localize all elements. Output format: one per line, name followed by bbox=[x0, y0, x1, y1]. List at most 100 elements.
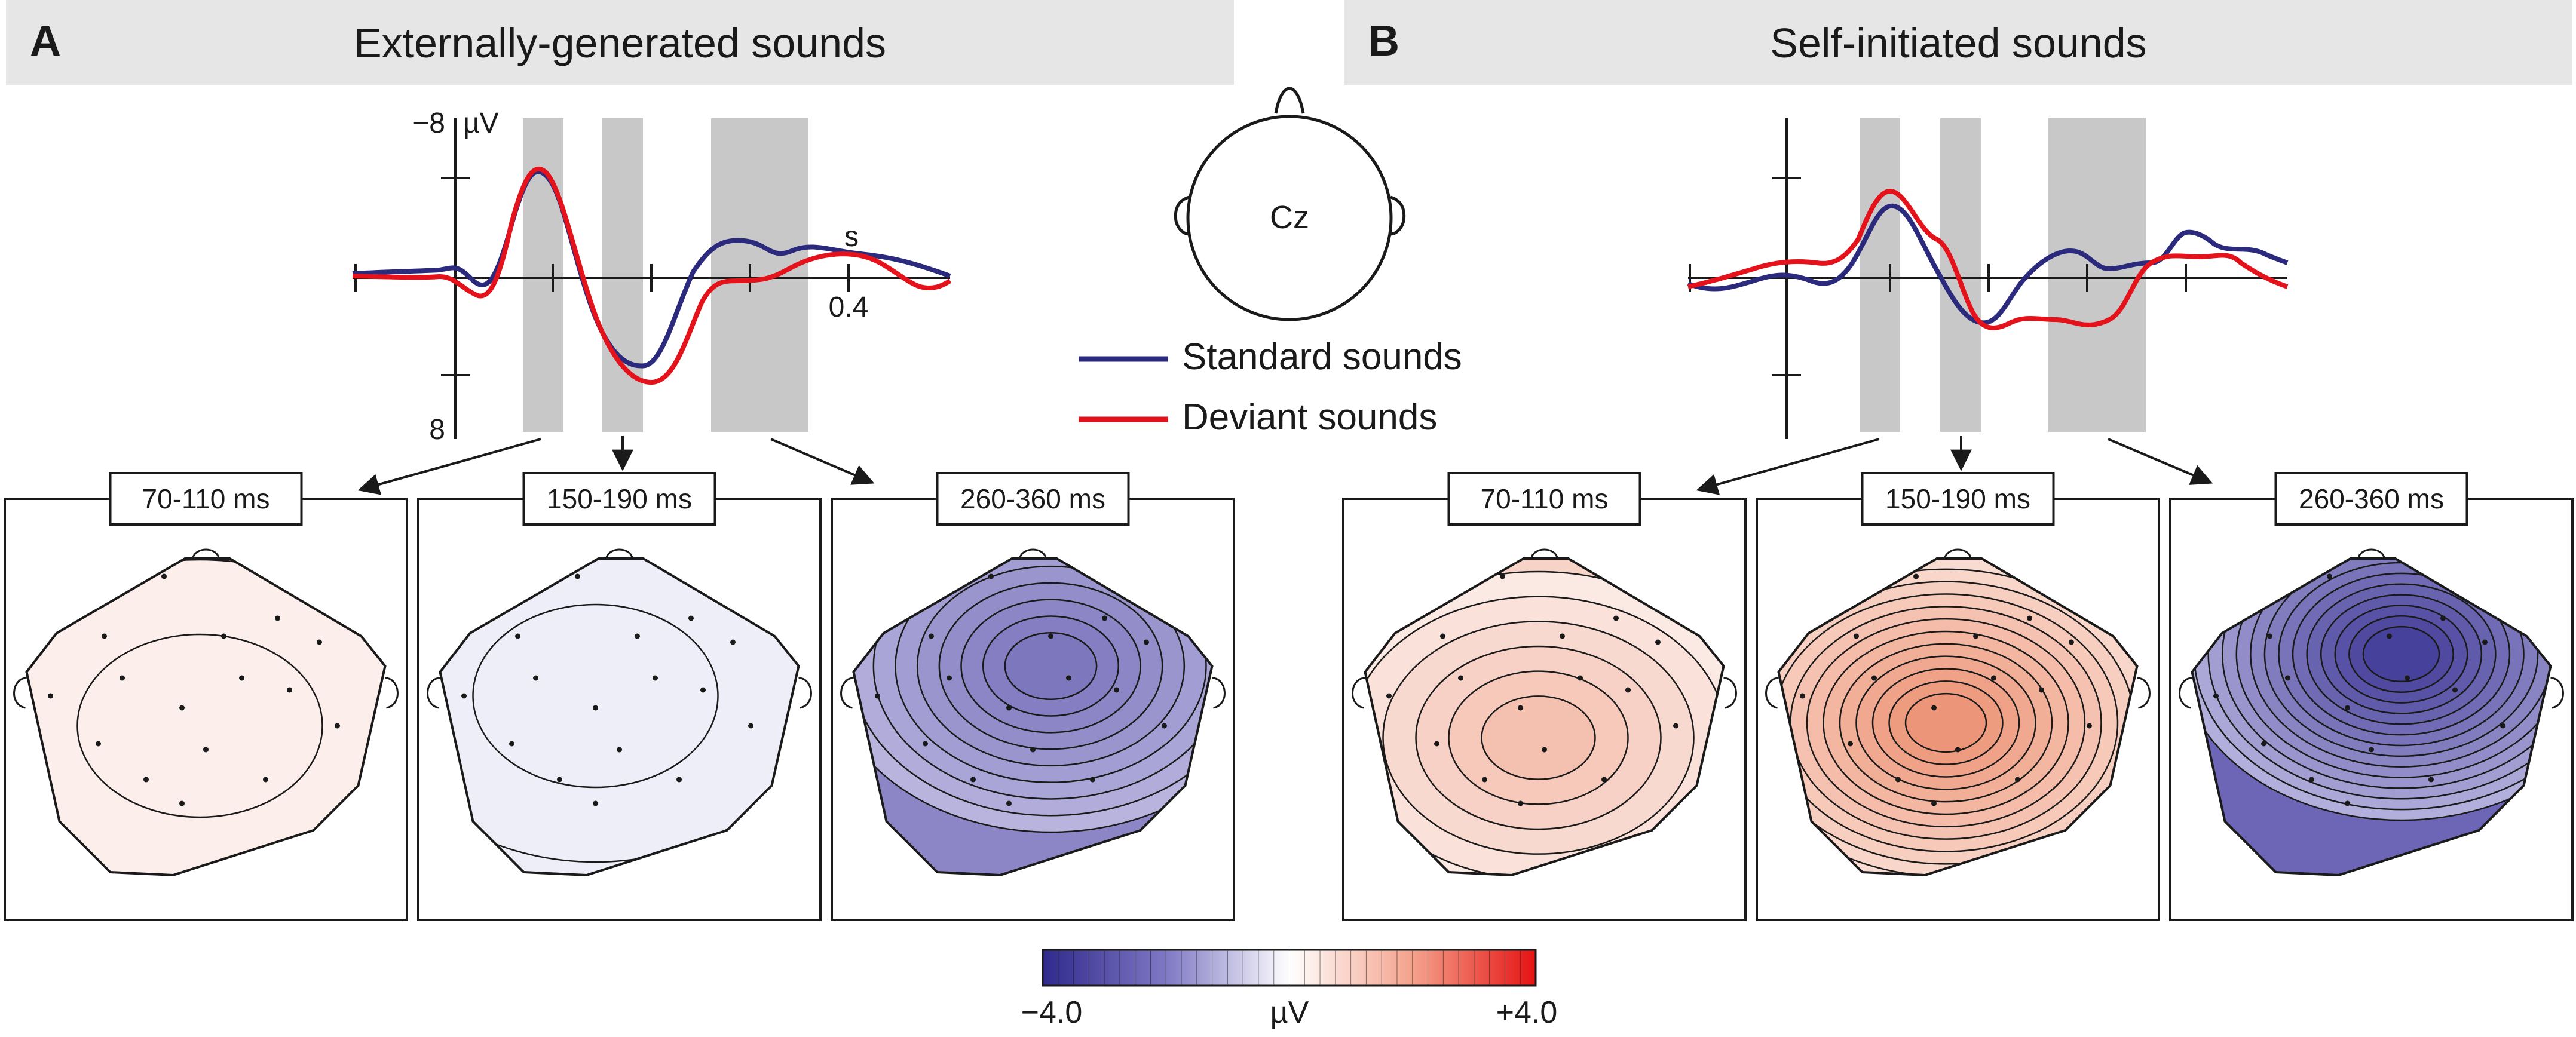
topo-window-box bbox=[2274, 472, 2468, 526]
electrode-dot bbox=[275, 615, 280, 621]
colorbar-unit-label: µV bbox=[1270, 995, 1309, 1030]
electrode-dot bbox=[1625, 687, 1631, 693]
topo-contour bbox=[472, 603, 719, 789]
topo-nose bbox=[192, 548, 220, 559]
erp-y-ticks bbox=[441, 177, 470, 376]
panel-a-header: A Externally-generated sounds bbox=[6, 0, 1234, 85]
electrode-dot bbox=[2387, 633, 2392, 639]
topo-scalp-fill bbox=[440, 559, 799, 875]
topo-map: 70-110 ms bbox=[1342, 472, 1747, 921]
electrode-dot bbox=[1090, 777, 1095, 783]
electrode-dot bbox=[2261, 741, 2266, 747]
electrode-dot bbox=[929, 633, 934, 639]
electrode-dot bbox=[2369, 747, 2374, 753]
topo-contour bbox=[1004, 631, 1098, 701]
electrode-dot bbox=[2285, 675, 2290, 681]
electrode-dot bbox=[2309, 777, 2314, 783]
electrode-dot bbox=[1048, 633, 1053, 639]
erp-b-standard-line bbox=[1687, 203, 2289, 326]
topo-left-ear bbox=[1765, 677, 1779, 709]
topo-right-ear bbox=[1212, 677, 1226, 709]
topo-window-label: 70-110 ms bbox=[1481, 483, 1609, 514]
topo-nose bbox=[605, 548, 633, 559]
arrow-a-late bbox=[770, 438, 875, 485]
electrode-dot bbox=[2345, 705, 2350, 711]
electrode-dot bbox=[1578, 675, 1583, 681]
topo-right-ear bbox=[385, 677, 399, 709]
electrode-dot bbox=[533, 675, 538, 681]
erp-window-150-190 bbox=[1940, 118, 1981, 432]
electrode-dot bbox=[748, 723, 753, 729]
electrode-dot bbox=[676, 777, 682, 783]
electrode-dot bbox=[1518, 705, 1523, 711]
electrode-dot bbox=[1006, 705, 1012, 711]
erp-panel-a: −8 µV 8 s 0.4 bbox=[352, 108, 952, 446]
electrode-dot bbox=[1800, 693, 1805, 699]
electrode-dot bbox=[2015, 777, 2020, 783]
electrode-dot bbox=[2345, 800, 2350, 806]
electrode-dot bbox=[617, 747, 622, 753]
electrode-dot bbox=[1144, 639, 1149, 645]
panel-a-letter: A bbox=[30, 17, 61, 65]
erp-a-deviant-line bbox=[352, 166, 952, 385]
electrode-dot bbox=[1102, 615, 1107, 621]
erp-panel-b bbox=[1687, 118, 2289, 439]
electrode-dot bbox=[1913, 573, 1919, 579]
head-right-ear bbox=[1390, 195, 1406, 236]
electrode-dot bbox=[143, 777, 149, 783]
topo-map: 260-360 ms bbox=[831, 472, 1235, 921]
topo-left-ear bbox=[427, 677, 440, 709]
topo-contour bbox=[1904, 692, 1987, 753]
electrode-dot bbox=[1895, 777, 1901, 783]
electrode-dot bbox=[1006, 800, 1012, 806]
electrode-dot bbox=[2440, 615, 2446, 621]
panel-a-title: Externally-generated sounds bbox=[353, 20, 887, 66]
topo-right-ear bbox=[2550, 677, 2564, 709]
panel-b-letter: B bbox=[1368, 17, 1399, 65]
electrode-dot bbox=[102, 633, 107, 639]
topo-scalp-outline bbox=[439, 557, 800, 877]
colorbar: −4.0 µV +4.0 bbox=[1021, 949, 1558, 1030]
legend-deviant-label: Deviant sounds bbox=[1182, 397, 1437, 438]
topo-scalp-outline bbox=[25, 557, 387, 877]
electrode-dot bbox=[1854, 633, 1859, 639]
electrode-dot bbox=[1655, 639, 1661, 645]
topo-scalp-fill bbox=[26, 559, 385, 875]
electrode-dot bbox=[2267, 633, 2272, 639]
head-nose bbox=[1274, 87, 1305, 114]
electrode-dot bbox=[1066, 675, 1071, 681]
arrow-b-late bbox=[2108, 438, 2213, 485]
topo-map: 150-190 ms bbox=[417, 472, 822, 921]
erp-window-150-190 bbox=[602, 118, 643, 432]
electrode-dot bbox=[1991, 675, 1996, 681]
topo-window-label: 150-190 ms bbox=[547, 483, 692, 514]
electrode-dot bbox=[2069, 639, 2074, 645]
electrode-dot bbox=[2027, 615, 2032, 621]
electrode-dot bbox=[179, 800, 185, 806]
panel-b-title: Self-initiated sounds bbox=[1770, 20, 2147, 66]
panel-b-header: B Self-initiated sounds bbox=[1344, 0, 2572, 85]
topo-scalp-outline bbox=[1364, 557, 1725, 877]
electrode-dot bbox=[239, 675, 244, 681]
colorbar-divisions bbox=[1058, 950, 1521, 986]
electrode-dot bbox=[179, 705, 185, 711]
electrode-dot bbox=[1114, 687, 1119, 693]
topo-left-ear bbox=[840, 677, 854, 709]
erp-x-tick-label: 0.4 bbox=[829, 292, 869, 323]
erp-x-ticks bbox=[1689, 264, 2187, 292]
electrode-dot bbox=[509, 741, 514, 747]
erp-x-unit: s bbox=[844, 221, 859, 253]
topo-right-ear bbox=[2137, 677, 2151, 709]
erp-window-70-110 bbox=[523, 118, 563, 432]
topo-contour bbox=[440, 559, 799, 863]
electrode-dot bbox=[461, 693, 467, 699]
electrode-dot bbox=[2039, 687, 2044, 693]
colorbar-max-label: +4.0 bbox=[1496, 995, 1558, 1030]
electrode-dot bbox=[1931, 800, 1937, 806]
erp-y-top-label: −8 bbox=[412, 108, 445, 139]
electrode-dot bbox=[970, 777, 976, 783]
electrode-dot bbox=[947, 675, 952, 681]
